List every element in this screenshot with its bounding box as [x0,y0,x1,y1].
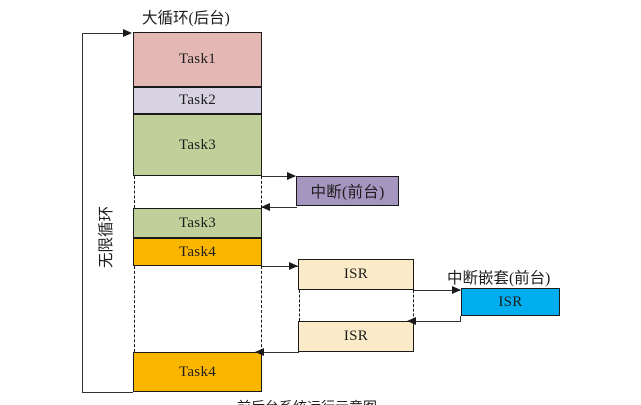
isr-gap-right-dash [413,290,414,321]
loop-top-arrowhead [123,28,132,37]
loop-label: 无限循环 [98,205,115,268]
interrupt-enter-arrowhead [287,171,296,180]
nested-isr-block: ISR [461,288,560,316]
bottom-caption: 前后台系统运行示意图 [237,397,377,405]
loop-top-line [82,33,124,34]
gap1-right-dash [261,176,262,208]
isr-gap-left-dash [298,290,300,321]
isr-block-lower: ISR [298,321,414,352]
task-block-task3-second: Task3 [133,208,262,238]
loop-left-line [82,33,83,392]
interrupt-enter-line [262,176,295,177]
isr-return-line [262,352,299,353]
main-column-title: 大循环(后台) [142,10,230,27]
nested-enter-arrowhead [452,285,461,294]
isr-return-arrowhead [255,347,264,356]
task-block-task3-first: Task3 [133,114,262,176]
task-block-task2: Task2 [133,87,262,114]
nested-return-drop [460,316,461,321]
task-block-task4-first: Task4 [133,238,262,266]
interrupt-return-arrowhead [261,202,270,211]
interrupt-return-line [262,207,297,208]
isr-enter-arrowhead [289,261,298,270]
interrupt-block: 中断(前台) [296,176,399,206]
task-block-task1: Task1 [133,32,262,87]
nested-interrupt-title: 中断嵌套(前台) [447,270,551,287]
isr-block-upper: ISR [298,259,414,290]
gap2-right-dash [261,266,262,352]
nested-return-arrowhead [407,316,416,325]
nested-enter-line [414,290,460,291]
task-block-task4-second: Task4 [133,352,262,392]
isr-enter-line [262,266,298,267]
gap1-left-dash [133,176,135,208]
gap2-left-dash [133,266,135,352]
loop-bottom-line [82,392,133,393]
nested-return-line [414,321,461,322]
